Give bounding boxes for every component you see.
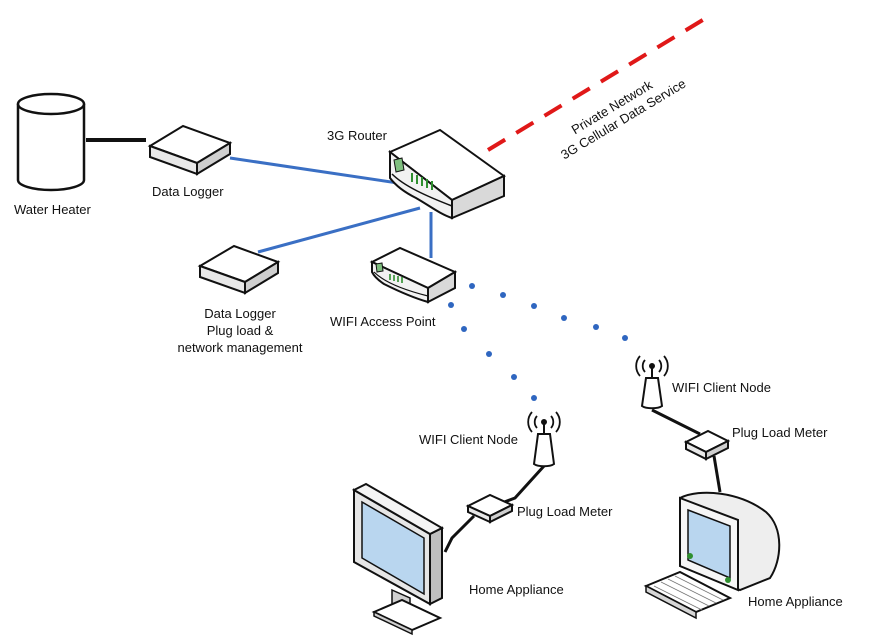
meter-box-icon xyxy=(465,493,515,524)
flat-monitor-icon xyxy=(351,482,445,636)
router-label: 3G Router xyxy=(327,128,388,143)
connections xyxy=(86,16,722,553)
plug-load-meter-left: Plug Load Meter xyxy=(465,493,613,524)
link-logger-router xyxy=(229,156,399,185)
access-point-icon xyxy=(369,246,458,304)
home-appliance-left: Home Appliance xyxy=(351,482,564,636)
link-node-meter-right xyxy=(651,408,701,436)
data-logger-2-label-line1: Data Logger xyxy=(204,306,276,321)
wireless-link-left xyxy=(448,302,537,401)
plug-meter-left-label: Plug Load Meter xyxy=(517,504,613,519)
antenna-icon xyxy=(635,355,669,410)
crt-computer-icon xyxy=(643,491,781,620)
antenna-icon xyxy=(527,411,561,468)
link-logger2-router xyxy=(257,206,421,254)
plug-load-meter-right: Plug Load Meter xyxy=(683,425,828,461)
cylinder-tank-icon xyxy=(16,92,86,192)
data-logger-label: Data Logger xyxy=(152,184,224,199)
router-icon xyxy=(388,128,506,220)
wifi-client-node-left: WIFI Client Node xyxy=(419,411,561,468)
link-wan xyxy=(486,16,708,152)
small-box-icon xyxy=(197,244,281,295)
wifi-client-node-right: WIFI Client Node xyxy=(635,355,771,410)
access-point-label: WIFI Access Point xyxy=(330,314,436,329)
data-logger-2-label-line3: network management xyxy=(177,340,302,355)
link-meter-appliance-left xyxy=(443,514,476,553)
water-heater: Water Heater xyxy=(14,92,91,217)
home-appliance-right: Home Appliance xyxy=(643,491,843,620)
router: 3G Router xyxy=(327,128,506,220)
access-point: WIFI Access Point xyxy=(330,246,458,329)
plug-meter-right-label: Plug Load Meter xyxy=(732,425,828,440)
data-logger-plug-load: Data Logger Plug load & network manageme… xyxy=(177,244,303,355)
client-node-right-label: WIFI Client Node xyxy=(672,380,771,395)
appliance-right-label: Home Appliance xyxy=(748,594,843,609)
data-logger: Data Logger xyxy=(147,124,233,199)
client-node-left-label: WIFI Client Node xyxy=(419,432,518,447)
link-meter-appliance-right xyxy=(712,455,722,493)
data-logger-2-label-line2: Plug load & xyxy=(207,323,274,338)
appliance-left-label: Home Appliance xyxy=(469,582,564,597)
small-box-icon xyxy=(147,124,233,176)
water-heater-label: Water Heater xyxy=(14,202,91,217)
wan-label: Private Network 3G Cellular Data Service xyxy=(558,76,688,163)
meter-box-icon xyxy=(683,429,731,461)
wireless-link-right xyxy=(469,283,628,341)
